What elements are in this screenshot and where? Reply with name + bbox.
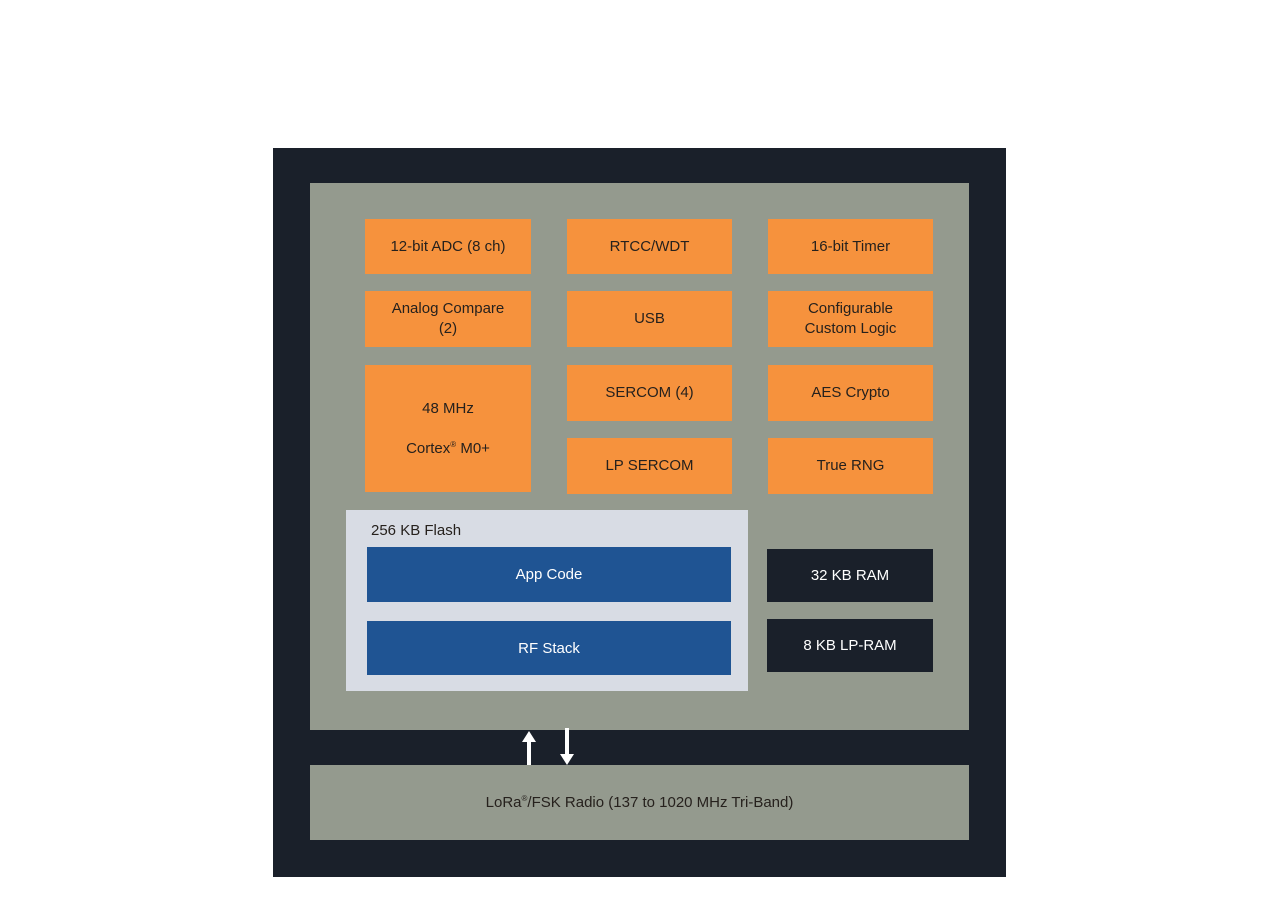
cpu-label: 48 MHz Cortex® M0+ [406,379,490,479]
cpu-label-variant: M0+ [456,439,490,457]
rf-stack-bar: RF Stack [367,621,731,675]
block-aes-crypto: AES Crypto [768,365,933,421]
registered-mark: ® [521,794,528,803]
up-arrow-icon [522,731,536,765]
block-8kb-lp-ram: 8 KB LP-RAM [767,619,933,672]
block-lp-sercom: LP SERCOM [567,438,732,494]
block-cpu-cortex-m0plus: 48 MHz Cortex® M0+ [365,365,531,492]
block-usb: USB [567,291,732,347]
block-adc: 12-bit ADC (8 ch) [365,219,531,274]
chip-package-outline: 12-bit ADC (8 ch) Analog Compare (2) 48 … [273,148,1006,877]
registered-mark: ® [450,439,457,449]
block-analog-compare: Analog Compare (2) [365,291,531,347]
block-lora-fsk-radio: LoRa®/FSK Radio (137 to 1020 MHz Tri-Ban… [310,765,969,840]
up-arrow-head [522,731,536,742]
block-configurable-custom-logic: Configurable Custom Logic [768,291,933,347]
up-arrow-shaft [527,740,531,765]
down-arrow-head [560,754,574,765]
block-true-rng: True RNG [768,438,933,494]
block-rtcc-wdt: RTCC/WDT [567,219,732,274]
block-16bit-timer: 16-bit Timer [768,219,933,274]
radio-label-brand: LoRa [485,794,522,811]
cpu-label-line2: Cortex® M0+ [406,439,490,459]
block-sercom: SERCOM (4) [567,365,732,421]
down-arrow-shaft [565,728,569,756]
mcu-die-region: 12-bit ADC (8 ch) Analog Compare (2) 48 … [310,183,969,730]
cpu-label-core: Cortex [406,439,451,457]
cpu-label-line1: 48 MHz [422,399,474,417]
down-arrow-icon [560,728,574,765]
flash-memory-region: 256 KB Flash App Code RF Stack [346,510,748,691]
block-32kb-ram: 32 KB RAM [767,549,933,602]
radio-label-detail: /FSK Radio (137 to 1020 MHz Tri-Band) [527,794,794,811]
flash-region-title: 256 KB Flash [371,522,462,539]
app-code-bar: App Code [367,547,731,602]
radio-label: LoRa®/FSK Radio (137 to 1020 MHz Tri-Ban… [486,794,794,811]
